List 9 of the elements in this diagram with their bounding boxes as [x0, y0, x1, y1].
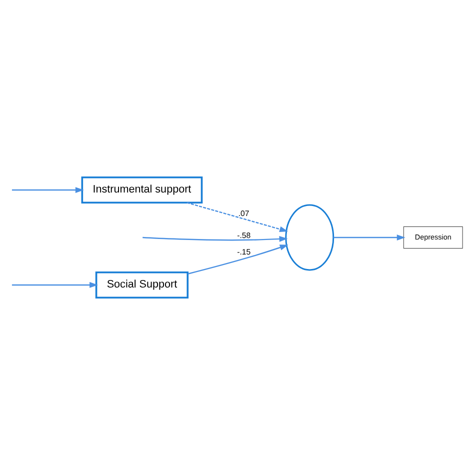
- arrow: [188, 244, 288, 274]
- arrow: [12, 186, 84, 192]
- arrow: [142, 236, 288, 242]
- node-box: Instrumental support: [81, 176, 203, 204]
- arrow: [186, 202, 288, 232]
- node-ellipse: [285, 204, 334, 270]
- arrow: [334, 234, 406, 240]
- arrow: [12, 282, 98, 288]
- node-box: Social Support: [95, 270, 189, 298]
